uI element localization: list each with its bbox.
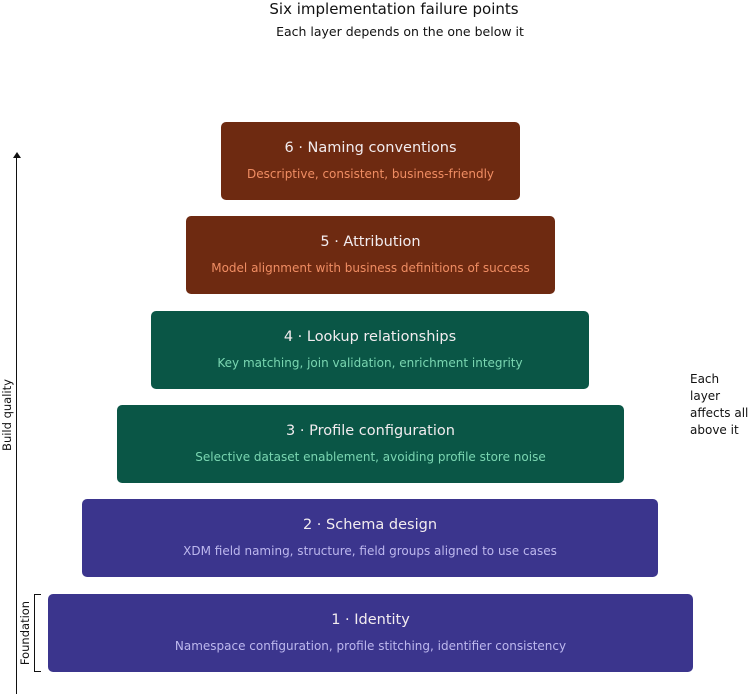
layer-title: 5 · Attribution — [320, 234, 421, 250]
layer-profile-configuration: 3 · Profile configuration Selective data… — [117, 405, 624, 483]
layer-title: 1 · Identity — [331, 612, 410, 628]
layer-identity: 1 · Identity Namespace configuration, pr… — [48, 594, 693, 672]
foundation-label: Foundation — [18, 600, 32, 666]
build-quality-axis — [16, 156, 17, 694]
arrow-up-icon — [13, 152, 21, 158]
layer-title: 4 · Lookup relationships — [283, 329, 457, 345]
layer-lookup-relationships: 4 · Lookup relationships Key matching, j… — [151, 311, 589, 389]
layer-title: 3 · Profile configuration — [286, 423, 455, 439]
layer-description: Model alignment with business definition… — [211, 261, 530, 275]
diagram-title: Six implementation failure points — [269, 0, 519, 18]
layer-description: Namespace configuration, profile stitchi… — [174, 639, 567, 653]
side-note: Each layer affects all above it — [690, 372, 749, 437]
layer-schema-design: 2 · Schema design XDM field naming, stru… — [82, 499, 658, 577]
diagram-subtitle: Each layer depends on the one below it — [276, 24, 524, 39]
layer-description: Key matching, join validation, enrichmen… — [217, 356, 523, 370]
build-quality-label: Build quality — [0, 379, 14, 451]
layer-naming-conventions: 6 · Naming conventions Descriptive, cons… — [221, 122, 520, 200]
layer-title: 2 · Schema design — [302, 517, 438, 533]
layer-title: 6 · Naming conventions — [284, 140, 457, 156]
layer-description: XDM field naming, structure, field group… — [183, 544, 557, 558]
layer-attribution: 5 · Attribution Model alignment with bus… — [186, 216, 555, 294]
layer-description: Selective dataset enablement, avoiding p… — [195, 450, 546, 464]
layer-description: Descriptive, consistent, business-friend… — [246, 167, 495, 181]
foundation-bracket — [34, 594, 41, 672]
